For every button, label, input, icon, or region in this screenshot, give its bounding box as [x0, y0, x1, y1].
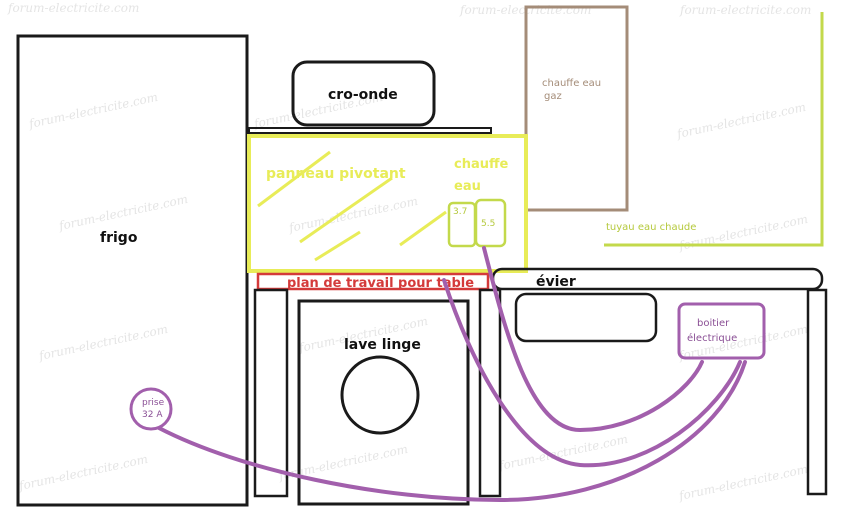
washing-machine-box: [297, 299, 470, 506]
electric-cables: [157, 246, 747, 503]
watermark-text: forum-electricite.com: [675, 100, 807, 141]
water-heater-unit-b: [474, 198, 507, 248]
sink-basin: [514, 292, 658, 343]
watermark-text: forum-electricite.com: [37, 322, 169, 363]
gas-water-heater-label-line1: chauffe eau: [542, 78, 601, 89]
outlet-label-line2: 32 A: [142, 410, 163, 420]
microwave-box: [291, 60, 436, 127]
cable-outlet-to-box: [157, 360, 747, 503]
microwave-label: cro-onde: [328, 87, 398, 103]
right-cabinet-side: [806, 288, 828, 496]
watermark-text: forum-electricite.com: [7, 1, 139, 15]
washing-machine-label: lave linge: [344, 337, 421, 353]
watermark-text: forum-electricite.com: [679, 3, 811, 17]
watermark-text: forum-electricite.com: [57, 192, 189, 233]
gas-water-heater-box: [524, 5, 629, 212]
upper-shelf: [248, 127, 492, 134]
watermark-text: forum-electricite.com: [287, 194, 419, 235]
pivoting-panel-label: panneau pivotant: [266, 166, 406, 182]
electrical-box-label-line1: boitier: [697, 318, 730, 329]
hot-water-pipe: [604, 12, 824, 247]
gas-water-heater-label-line2: gaz: [544, 91, 562, 102]
pivoting-panel-box: [247, 134, 528, 273]
worktop-box: [256, 272, 490, 291]
sink-label: évier: [536, 274, 576, 290]
cable-heater-to-box: [482, 246, 704, 433]
electric-water-heater-label-line2: eau: [454, 179, 481, 194]
hot-water-pipe-label: tuyau eau chaude: [606, 222, 696, 233]
pivoting-panel-hatch: [257, 150, 447, 262]
middle-cabinet-side: [478, 288, 502, 498]
watermark-text: forum-electricite.com: [27, 90, 159, 131]
watermark-text: forum-electricite.com: [497, 432, 629, 473]
water-heater-unit-a-value: 3.7: [453, 207, 467, 217]
watermark-layer: forum-electricite.com forum-electricite.…: [7, 1, 811, 503]
watermark-text: forum-electricite.com: [677, 212, 809, 253]
fridge-label: frigo: [100, 230, 138, 246]
worktop-label: plan de travail pour table: [287, 276, 474, 291]
electrical-box-label-line2: électrique: [687, 332, 737, 344]
electrical-box: [677, 302, 766, 360]
watermark-text: forum-electricite.com: [17, 452, 149, 493]
water-heater-unit-b-value: 5.5: [481, 219, 495, 229]
electric-water-heater-label-line1: chauffe: [454, 157, 509, 172]
left-cabinet-side: [253, 288, 289, 498]
outlet-label-line1: prise: [142, 398, 165, 408]
outlet-32a: [129, 387, 173, 431]
watermark-text: forum-electricite.com: [677, 462, 809, 503]
washing-machine-door: [340, 355, 420, 435]
cable-worktop-to-box: [442, 278, 742, 468]
